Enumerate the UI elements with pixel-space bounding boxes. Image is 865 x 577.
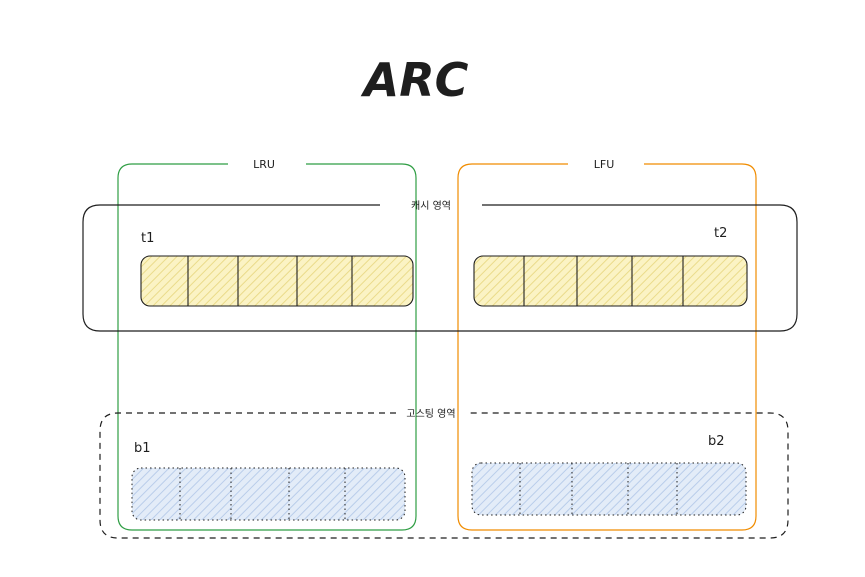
b1-list-box — [131, 467, 406, 521]
t2-list — [473, 255, 748, 307]
t2-list-box — [473, 255, 748, 307]
lfu-group-box — [457, 163, 757, 531]
diagram-title: ARC — [361, 53, 469, 107]
cache-region-box — [82, 204, 798, 332]
t1-list — [140, 255, 414, 307]
cache-region-label: 캐시 영역 — [411, 200, 451, 212]
b1-list — [131, 467, 406, 521]
lfu-label: LFU — [594, 158, 615, 171]
b2-list — [471, 462, 747, 516]
ghost-region-box — [99, 412, 789, 539]
t2-label: t2 — [714, 226, 727, 241]
lru-group-box — [117, 163, 417, 531]
b2-list-box — [471, 462, 747, 516]
lru-label: LRU — [253, 158, 275, 171]
t1-label: t1 — [141, 231, 154, 246]
b2-label: b2 — [708, 434, 725, 449]
ghost-region-label: 고스팅 영역 — [406, 408, 455, 420]
t1-list-box — [140, 255, 414, 307]
b1-label: b1 — [134, 441, 151, 456]
